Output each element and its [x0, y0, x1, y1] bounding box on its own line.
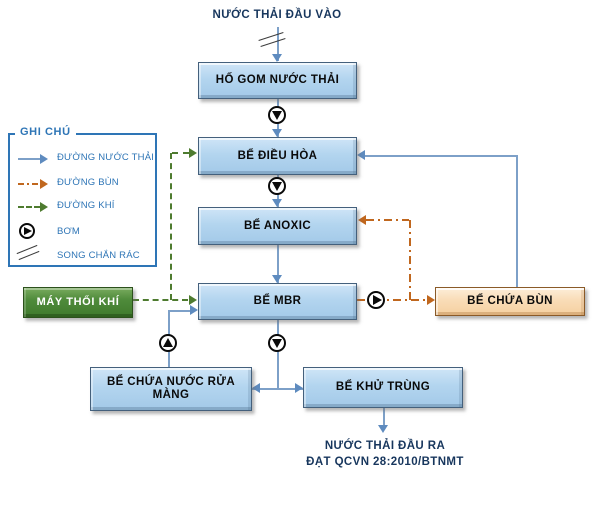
pump-direction-down: [272, 339, 282, 348]
pump-icon: [268, 334, 286, 352]
box-dieu-hoa: BỂ ĐIỀU HÒA: [198, 137, 357, 175]
water-line-split: [252, 388, 303, 390]
sludge-line-to-anoxic: [366, 219, 409, 221]
legend-item-label: ĐƯỜNG BÙN: [57, 177, 119, 188]
pump-direction-right: [24, 227, 32, 235]
bar-screen-icon: [16, 244, 42, 261]
arrowhead-air-into-mbr: [189, 295, 197, 305]
air-line-blower-to-mbr: [133, 299, 188, 301]
arrowhead-outlet: [378, 425, 388, 433]
legend-item-bar-screen: SONG CHẮN RÁC: [10, 244, 155, 263]
box-may-thoi-khi: MÁY THỔI KHÍ: [23, 287, 133, 318]
pump-icon: [268, 106, 286, 124]
legend-item-water-line: ĐƯỜNG NƯỚC THẢI: [10, 150, 155, 168]
water-line-anoxic-mbr: [277, 245, 279, 283]
box-ho-gom: HỐ GOM NƯỚC THẢI: [198, 62, 357, 99]
box-label: BỂ CHỨA NƯỚC RỬA MÀNG: [106, 376, 236, 401]
box-mbr: BỂ MBR: [198, 283, 357, 320]
sludge-arrow-icon: [40, 179, 48, 189]
pump-icon: [19, 223, 35, 239]
arrowhead-into-mbr: [272, 275, 282, 283]
box-label: BỂ ĐIỀU HÒA: [237, 149, 318, 162]
box-khu-trung: BỂ KHỬ TRÙNG: [303, 367, 463, 408]
pump-icon: [268, 177, 286, 195]
pump-direction-down: [272, 182, 282, 191]
legend-title: GHI CHÚ: [15, 126, 76, 138]
water-line-inlet: [277, 27, 279, 61]
box-label: BỂ MBR: [253, 295, 302, 307]
air-line-to-dieuhoa: [172, 152, 189, 154]
arrowhead-into-anoxic: [272, 199, 282, 207]
sludge-line-mbr-to-tank: [357, 299, 427, 301]
water-line-mbr-down: [277, 320, 279, 388]
arrowhead-into-khutrung: [295, 383, 303, 393]
box-chua-bun: BỂ CHỨA BÙN: [435, 287, 585, 316]
water-line-sample-icon: [18, 158, 40, 160]
box-label: HỐ GOM NƯỚC THẢI: [215, 74, 340, 86]
arrowhead-into-dieuhoa: [272, 129, 282, 137]
legend-item-label: BƠM: [57, 226, 80, 237]
arrowhead-sludge-into-tank: [427, 295, 435, 305]
arrowhead-wash-into-mbr: [190, 305, 198, 315]
air-line-sample-icon: [18, 206, 40, 208]
water-line-sludgetank-return: [516, 155, 518, 287]
outlet-label: NƯỚC THẢI ĐẦU RA ĐẠT QCVN 28:2010/BTNMT: [265, 438, 505, 470]
pump-direction-right: [372, 295, 382, 305]
outlet-label-line2: ĐẠT QCVN 28:2010/BTNMT: [306, 456, 464, 468]
sludge-line-riser: [409, 220, 411, 300]
pump-direction-down: [272, 111, 282, 120]
water-line-outlet: [383, 408, 385, 427]
legend-item-sludge-line: ĐƯỜNG BÙN: [10, 175, 155, 193]
legend-box: GHI CHÚ ĐƯỜNG NƯỚC THẢI ĐƯỜNG BÙN ĐƯỜNG …: [8, 126, 157, 267]
legend-item-label: ĐƯỜNG NƯỚC THẢI: [57, 152, 155, 163]
box-label: BỂ ANOXIC: [243, 219, 312, 232]
arrowhead-return-into-dieuhoa: [357, 150, 365, 160]
sludge-line-sample-icon: [18, 183, 40, 185]
outlet-label-line1: NƯỚC THẢI ĐẦU RA: [324, 440, 446, 452]
legend-item-pump: BƠM: [10, 222, 155, 240]
legend-item-air-line: ĐƯỜNG KHÍ: [10, 198, 155, 216]
air-arrow-icon: [40, 202, 48, 212]
box-label: BỂ KHỬ TRÙNG: [335, 381, 431, 393]
water-line-return-to-dieuhoa: [362, 155, 516, 157]
arrowhead-air-into-dieuhoa: [189, 148, 197, 158]
box-anoxic: BỂ ANOXIC: [198, 207, 357, 245]
pump-direction-up: [163, 338, 173, 347]
water-line-wash-to-mbr: [168, 310, 192, 312]
water-arrow-icon: [40, 154, 48, 164]
arrowhead-into-ruamang: [252, 383, 260, 393]
legend-item-label: ĐƯỜNG KHÍ: [57, 200, 115, 211]
arrowhead-sludge-into-anoxic: [358, 215, 366, 225]
pump-icon: [159, 334, 177, 352]
box-label: MÁY THỔI KHÍ: [36, 296, 120, 308]
arrowhead-into-hogom: [272, 54, 282, 62]
air-line-riser: [170, 153, 172, 300]
box-rua-mang: BỂ CHỨA NƯỚC RỬA MÀNG: [90, 367, 252, 411]
bar-screen-icon: [258, 32, 288, 50]
box-label: BỂ CHỨA BÙN: [467, 295, 553, 307]
pump-icon: [367, 291, 385, 309]
legend-item-label: SONG CHẮN RÁC: [57, 250, 140, 261]
inlet-label: NƯỚC THẢI ĐẦU VÀO: [212, 9, 342, 21]
